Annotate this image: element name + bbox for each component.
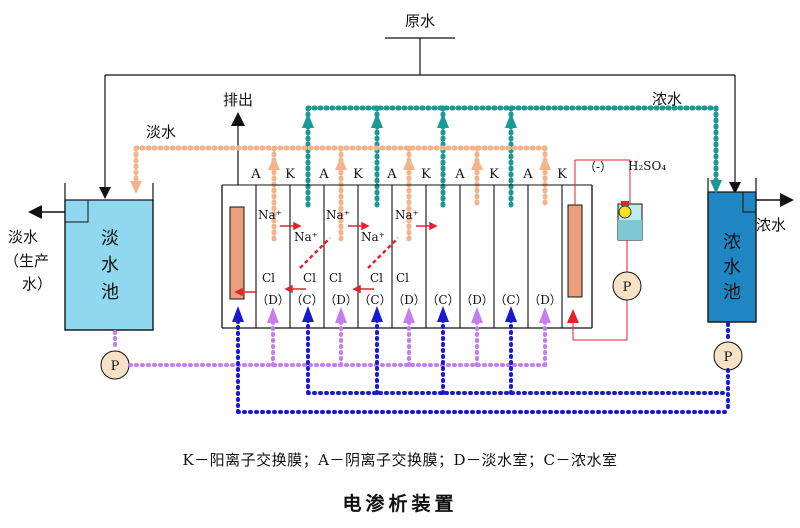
membrane-label: A [386, 167, 397, 182]
room-label: （C） [426, 293, 459, 307]
conc-tank-label-3: 池 [723, 282, 741, 303]
sodium-ion: Na⁺ [326, 208, 350, 222]
chloride-ion: Cl [396, 271, 409, 285]
room-label: （C） [290, 293, 323, 307]
fresh-arrowheads [130, 156, 551, 194]
anode-electrode [229, 206, 245, 300]
room-label: （D） [460, 293, 494, 307]
concentrate-tank [707, 178, 757, 323]
chloride-ion: Cl [303, 271, 316, 285]
pump-label: P [623, 280, 632, 295]
membrane-label: A [250, 167, 261, 182]
fresh-water-tank [64, 183, 154, 331]
sodium-ion: Na⁺ [361, 230, 385, 244]
electrode-pump [612, 271, 642, 301]
conc-out-arrowhead [780, 193, 794, 207]
legend-caption: K－阳离子交换膜；A－阴离子交换膜；D－淡水室；C－浓水室 [182, 451, 618, 469]
fresh-out-label-3: 水） [22, 275, 52, 293]
room-label: （C） [358, 293, 391, 307]
membrane-label: A [522, 167, 533, 182]
sodium-ion: Na⁺ [294, 230, 318, 244]
membranes [255, 185, 563, 328]
fresh-out-label-1: 淡水 [8, 228, 38, 246]
room-label: （D） [392, 293, 426, 307]
chloride-ion: Cl [262, 271, 275, 285]
concentrate-feed-arrowheads [232, 306, 517, 322]
membrane-label: K [285, 167, 295, 182]
fresh-tank-label-1: 淡 [101, 228, 119, 249]
fresh-out-label-2: （生产 [4, 252, 49, 270]
fresh-top-label: 淡水 [146, 123, 176, 141]
membrane-label: K [353, 167, 363, 182]
room-label: （C） [494, 293, 527, 307]
room-label: （D） [324, 293, 358, 307]
pump-label: P [724, 350, 733, 365]
membrane-label: K [557, 167, 567, 182]
membrane-label: A [454, 167, 465, 182]
fresh-tank-label-3: 池 [101, 282, 119, 303]
figure-title: 电渗析装置 [342, 493, 458, 515]
room-label: （D） [256, 293, 290, 307]
membrane-label: A [318, 167, 329, 182]
sodium-ion: Na⁺ [395, 208, 419, 222]
acid-label: H₂SO₄ [628, 159, 666, 173]
acid-dosing-unit [567, 159, 643, 341]
conc-top-label: 浓水 [652, 90, 682, 108]
membrane-label: K [421, 167, 431, 182]
fresh-tank-label-2: 水 [101, 255, 119, 276]
chloride-ion: Cl [370, 271, 383, 285]
discharge-arrow [231, 112, 245, 185]
pump-label: P [111, 359, 120, 374]
conc-out-label: 浓水 [756, 216, 786, 234]
cathode-sign: （-） [584, 160, 612, 174]
discharge-label: 排出 [223, 91, 253, 109]
room-label: （D） [528, 293, 562, 307]
chloride-ion: Cl [329, 271, 342, 285]
membrane-label: K [489, 167, 499, 182]
raw-water-feed [99, 37, 741, 199]
cathode-electrode [567, 204, 583, 298]
ion-migration-arrows [234, 221, 438, 297]
fresh-feed-lines [113, 313, 547, 367]
conc-tank-label-1: 浓 [723, 232, 741, 253]
raw-water-label: 原水 [405, 12, 435, 30]
concentrate-arrowheads [302, 113, 722, 194]
fresh-out-arrowhead [28, 205, 42, 219]
sodium-ion: Na⁺ [258, 208, 282, 222]
fresh-feed-arrowheads [267, 307, 551, 323]
conc-tank-label-2: 水 [723, 257, 741, 278]
concentrate-feed-lines [236, 314, 730, 414]
